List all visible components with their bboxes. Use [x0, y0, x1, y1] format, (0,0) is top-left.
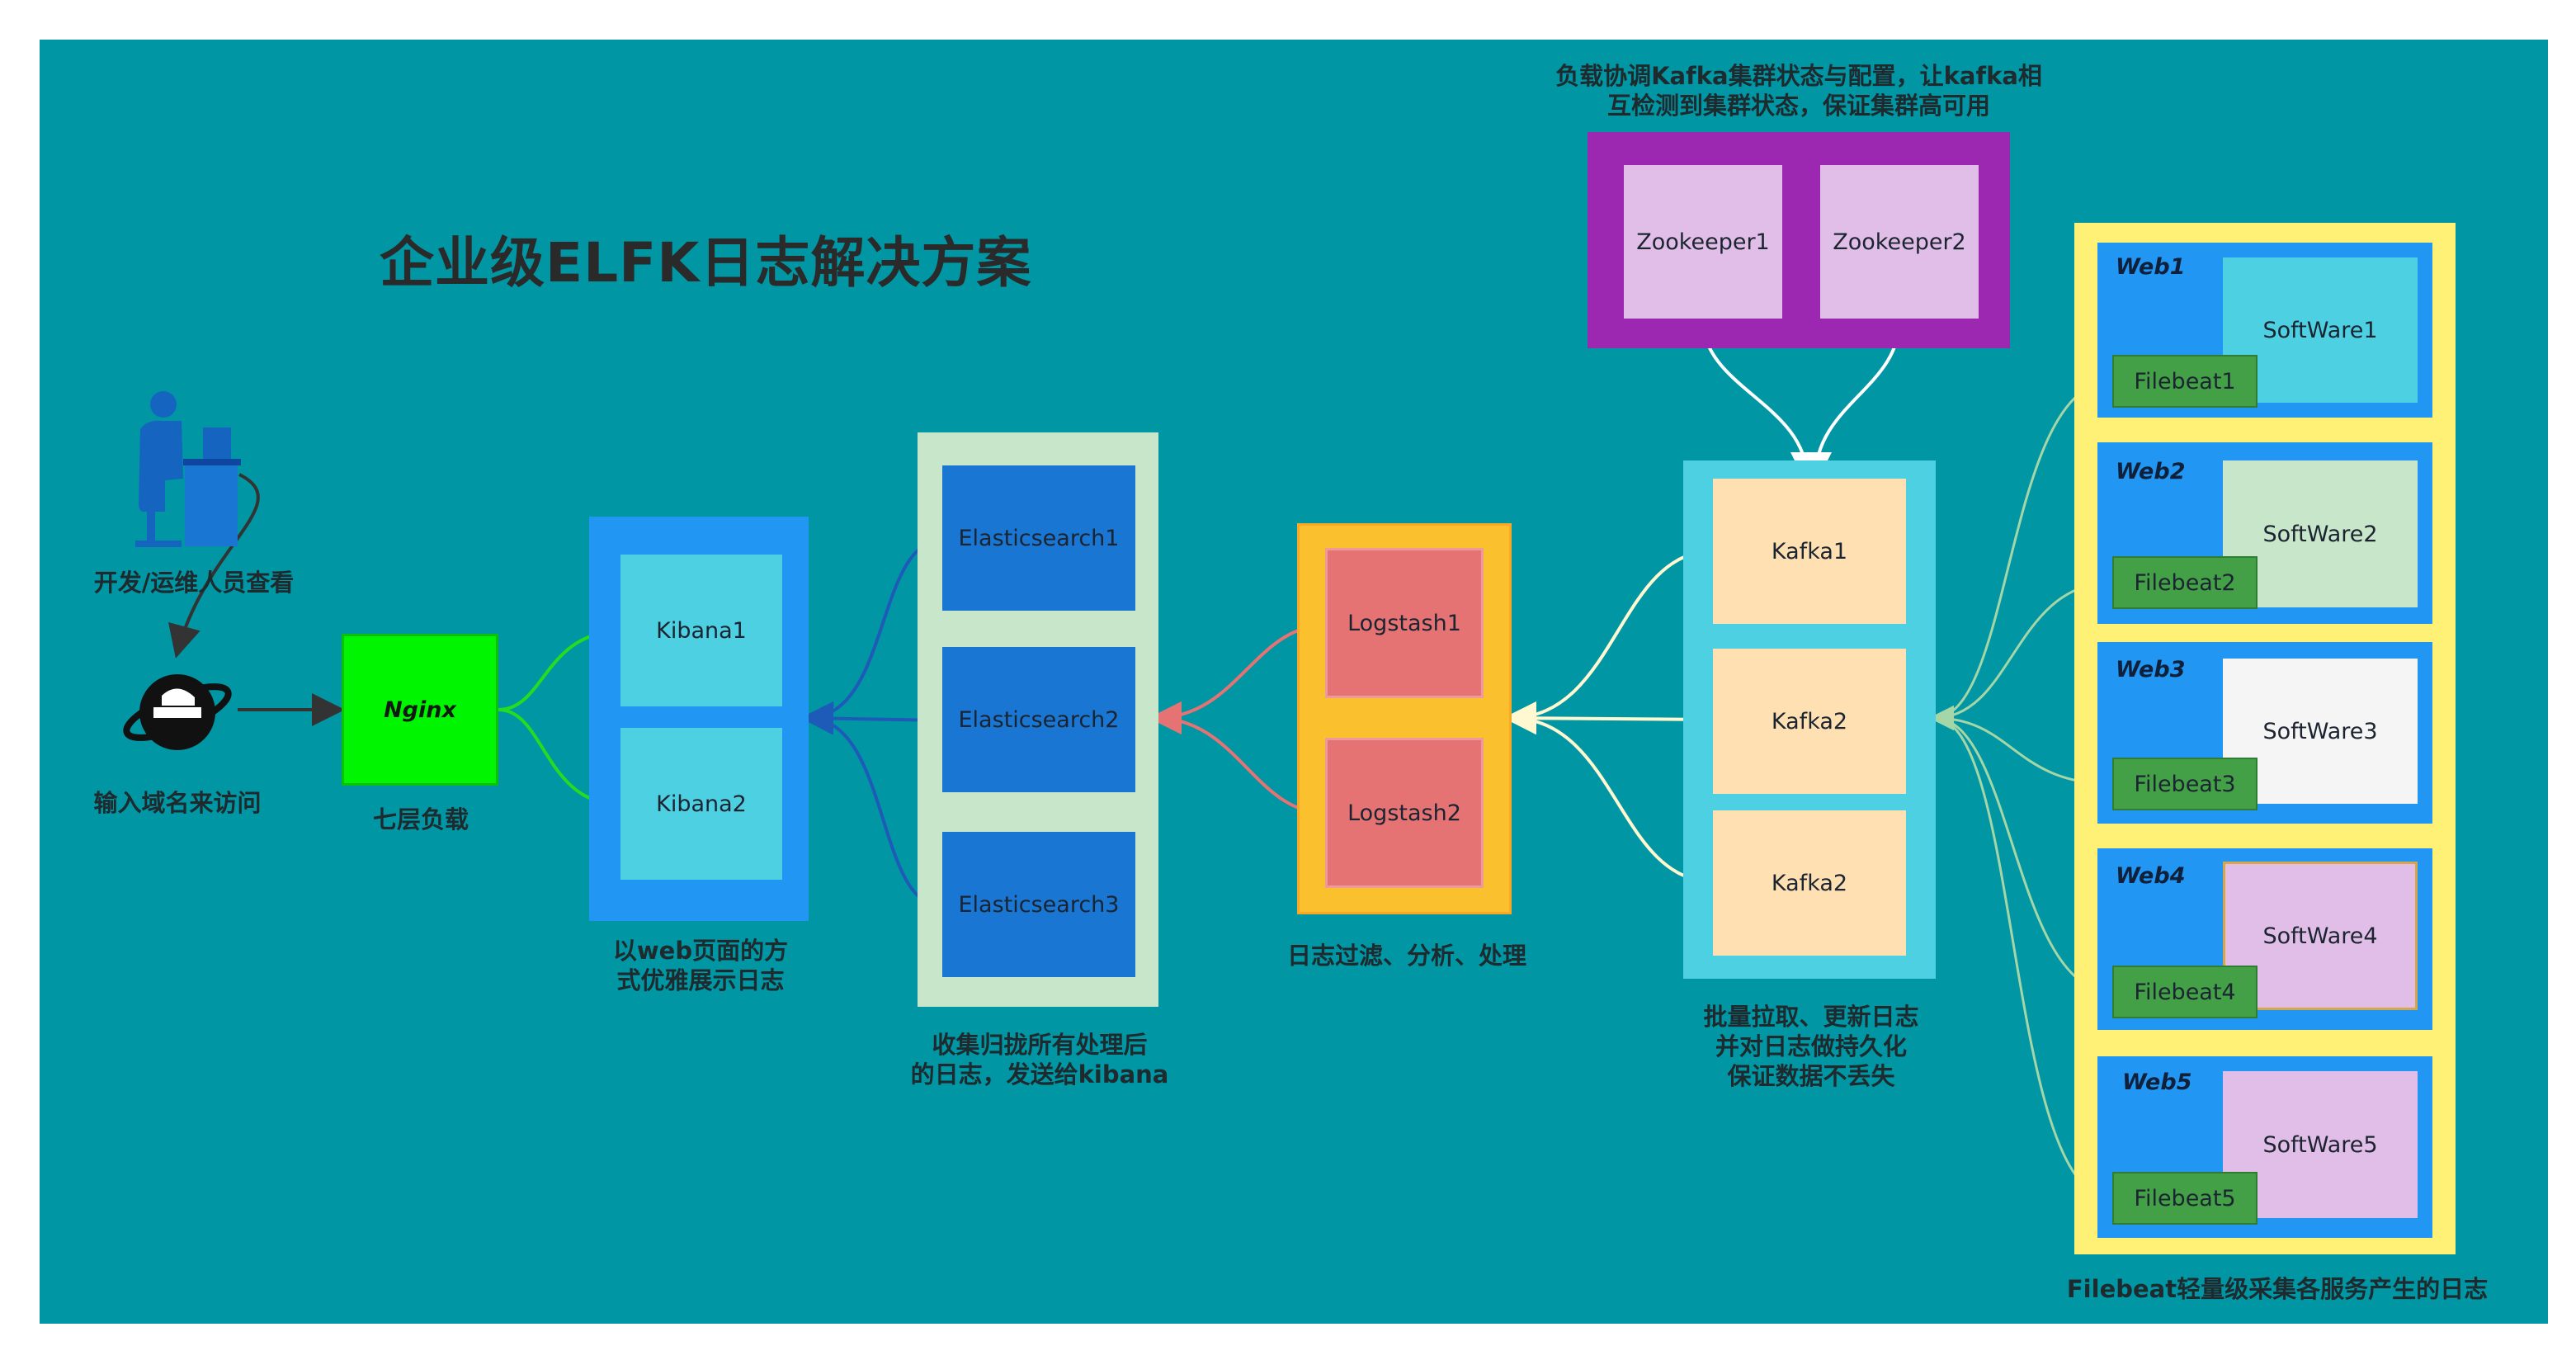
filebeat3-node[interactable]: Filebeat3 [2112, 758, 2258, 810]
elasticsearch3-node[interactable]: Elasticsearch3 [942, 832, 1135, 977]
kafka-caption: 批量拉取、更新日志并对日志做持久化保证数据不丢失 [1703, 1003, 1919, 1090]
ie-browser-icon[interactable] [116, 656, 239, 763]
kafka2-node[interactable]: Kafka2 [1713, 649, 1906, 794]
line-fb1-kafka [1929, 380, 2113, 730]
elasticsearch1-node[interactable]: Elasticsearch1 [942, 465, 1135, 611]
logstash2-node[interactable]: Logstash2 [1325, 738, 1484, 888]
logstash1-node[interactable]: Logstash1 [1325, 548, 1484, 698]
user-at-desk-icon [135, 391, 241, 547]
nginx-caption: 七层负载 [372, 805, 469, 833]
nginx-node[interactable]: Nginx [342, 634, 498, 786]
filebeat5-node[interactable]: Filebeat5 [2112, 1172, 2258, 1225]
web3-title: Web3 [2116, 657, 2186, 682]
zookeeper2-node[interactable]: Zookeeper2 [1820, 165, 1979, 319]
browser-caption: 输入域名来访问 [93, 789, 262, 817]
zookeeper-caption: 负载协调Kafka集群状态与配置，让kafka相互检测到集群状态，保证集群高可用 [1555, 62, 2042, 120]
web2-title: Web2 [2116, 459, 2186, 484]
filebeat-caption: Filebeat轻量级采集各服务产生的日志 [2066, 1275, 2489, 1303]
zookeeper1-node[interactable]: Zookeeper1 [1624, 165, 1782, 319]
web5-title: Web5 [2122, 1070, 2192, 1095]
elasticsearch-caption: 收集归拢所有处理后的日志，发送给kibana [910, 1031, 1169, 1088]
kibana2-node[interactable]: Kibana2 [620, 728, 782, 880]
kafka3-node[interactable]: Kafka2 [1713, 810, 1906, 956]
kibana-caption: 以web页面的方式优雅展示日志 [612, 937, 789, 994]
line-kafka1-ls [1503, 550, 1714, 734]
elasticsearch2-node[interactable]: Elasticsearch2 [942, 647, 1135, 792]
diagram-title: 企业级ELFK日志解决方案 [380, 231, 1032, 295]
user-caption: 开发/运维人员查看 [93, 569, 295, 597]
filebeat2-node[interactable]: Filebeat2 [2112, 556, 2258, 609]
web4-title: Web4 [2116, 863, 2186, 889]
line-kafka3-ls [1503, 701, 1714, 883]
logstash-caption: 日志过滤、分析、处理 [1286, 942, 1526, 970]
line-kafka2-ls [1503, 701, 1714, 735]
kibana1-node[interactable]: Kibana1 [620, 555, 782, 706]
filebeat4-node[interactable]: Filebeat4 [2112, 966, 2258, 1018]
kafka1-node[interactable]: Kafka1 [1713, 479, 1906, 624]
web1-title: Web1 [2116, 254, 2186, 280]
line-fb5-kafka [1929, 706, 2113, 1200]
filebeat1-node[interactable]: Filebeat1 [2112, 355, 2258, 408]
line-user-browser [168, 473, 260, 659]
